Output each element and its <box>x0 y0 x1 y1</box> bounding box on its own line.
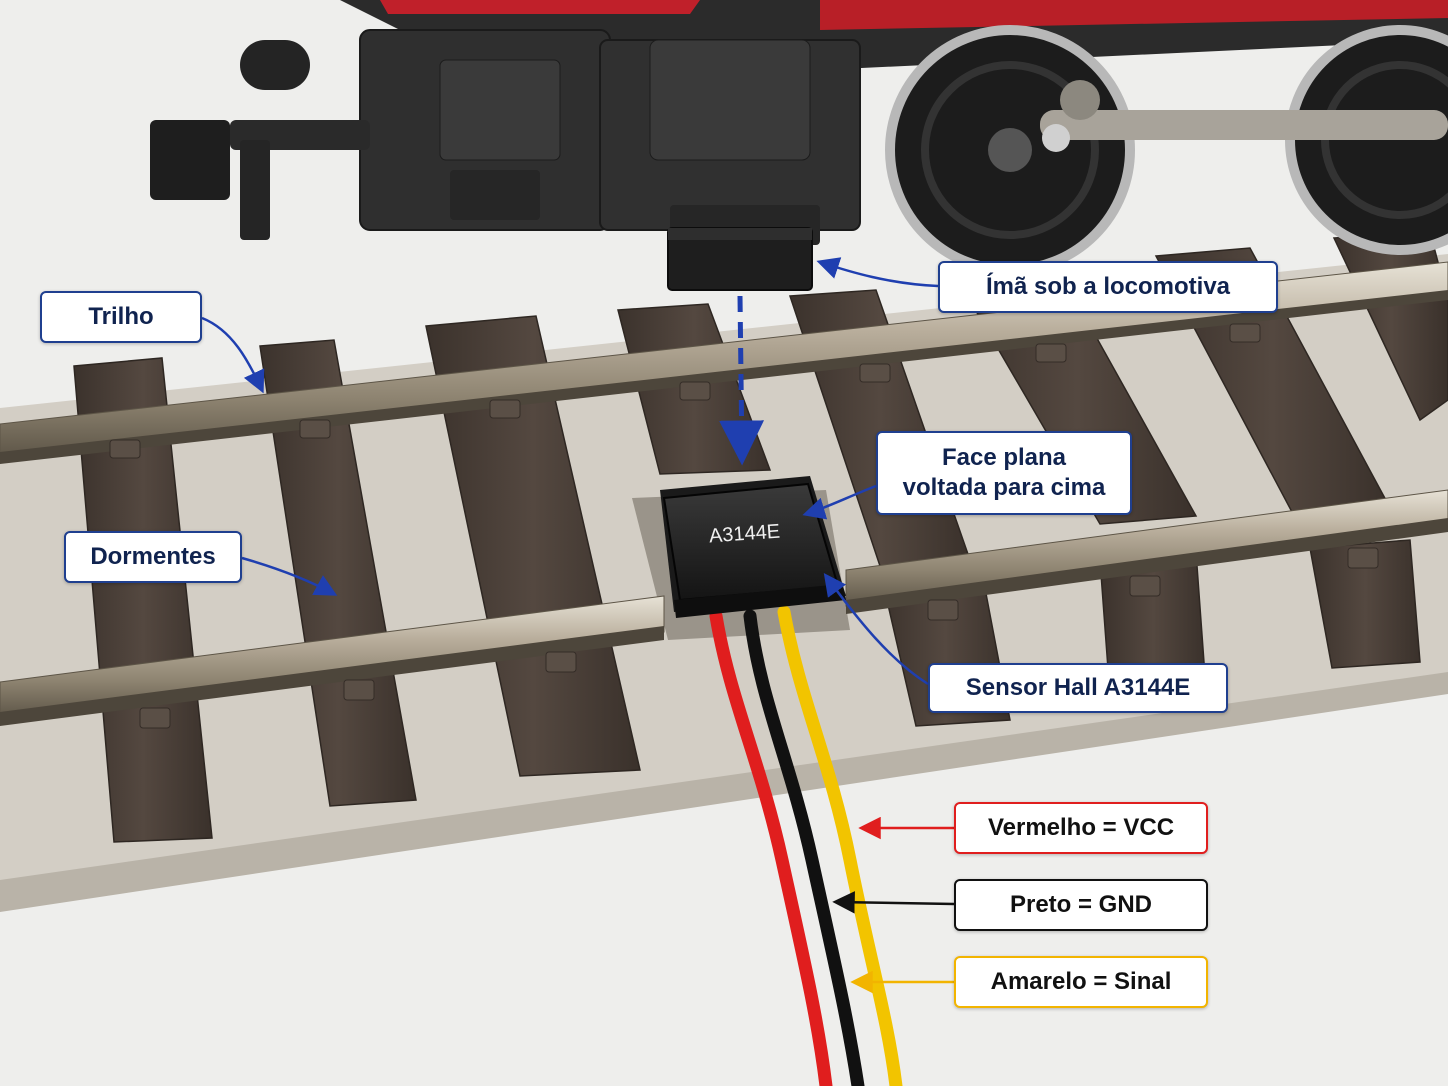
label-vermelho-text: Vermelho = VCC <box>987 814 1175 841</box>
arrow-trilho <box>201 316 265 394</box>
magnet-projection-line <box>719 295 765 466</box>
label-preto: Preto = GND <box>954 879 1208 931</box>
wire-yellow <box>777 605 903 1086</box>
hall-sensor: A3144E <box>660 476 846 618</box>
label-sensor: Sensor Hall A3144E <box>928 663 1228 713</box>
label-dormentes-text: Dormentes <box>90 543 216 570</box>
label-dormentes: Dormentes <box>64 531 242 583</box>
label-amarelo-text: Amarelo = Sinal <box>990 968 1172 995</box>
rail-clips <box>109 323 1379 729</box>
label-face-line1: Face plana <box>941 444 1067 471</box>
wire-black <box>743 609 865 1086</box>
arrow-ima <box>816 257 939 288</box>
magnet <box>667 227 813 291</box>
sensor-marking: A3144E <box>708 521 781 548</box>
wire-red <box>709 609 833 1086</box>
label-sensor-text: Sensor Hall A3144E <box>965 674 1191 701</box>
locomotive <box>150 0 1448 275</box>
rail-near <box>0 489 1448 726</box>
label-amarelo: Amarelo = Sinal <box>954 956 1208 1008</box>
arrow-face <box>802 484 877 520</box>
label-ima: Ímã sob a locomotiva <box>938 261 1278 313</box>
label-trilho-text: Trilho <box>88 303 154 330</box>
sensor-wires <box>709 605 903 1086</box>
callout-arrows <box>201 257 955 994</box>
label-preto-text: Preto = GND <box>1009 891 1153 918</box>
label-trilho: Trilho <box>40 291 202 343</box>
label-vermelho: Vermelho = VCC <box>954 802 1208 854</box>
arrow-dormentes <box>241 556 338 596</box>
label-ima-text: Ímã sob a locomotiva <box>985 273 1231 300</box>
label-face-plana: Face plana voltada para cima <box>876 431 1132 515</box>
arrow-sensor <box>823 572 929 686</box>
arrow-preto <box>832 891 955 914</box>
label-face-line2: voltada para cima <box>902 474 1106 501</box>
